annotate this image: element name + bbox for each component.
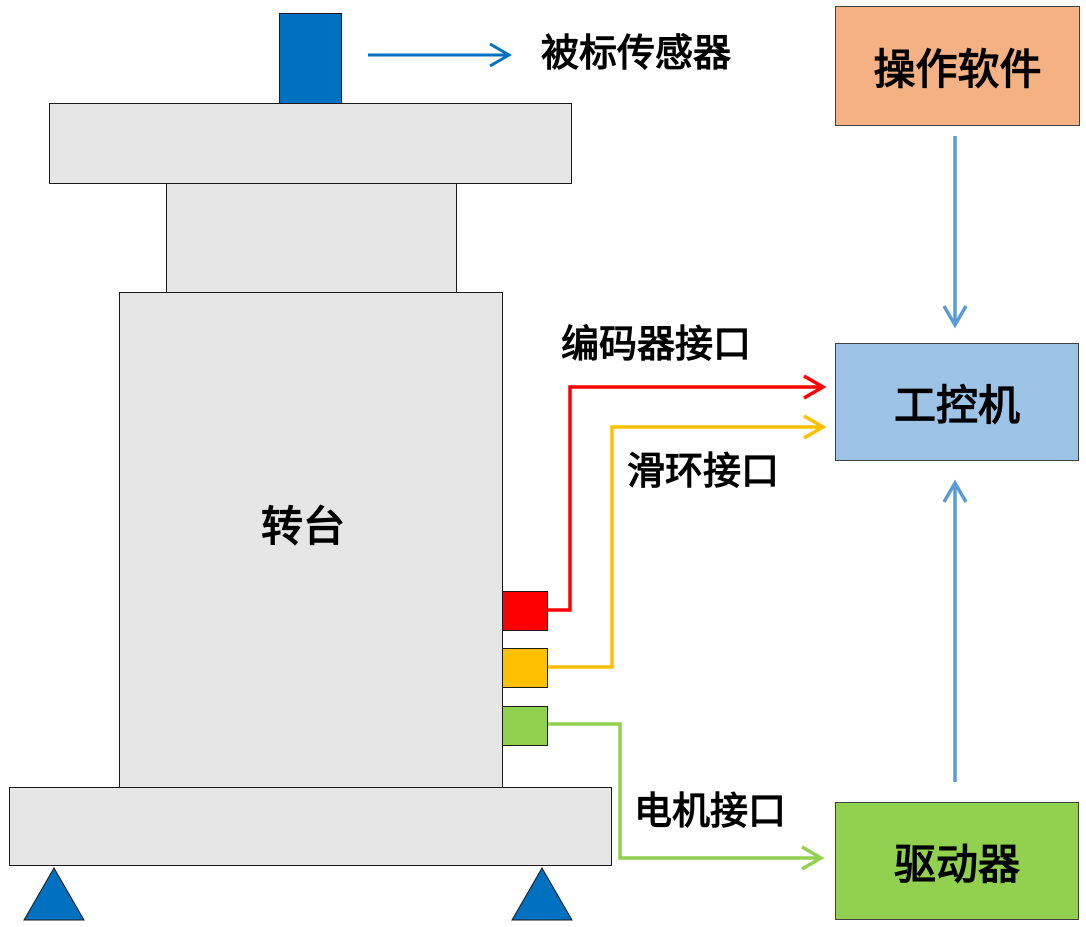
encoder-port [502, 591, 548, 631]
left-support-triangle [23, 866, 85, 921]
software-box-label: 操作软件 [873, 44, 1042, 94]
right-support-triangle [511, 866, 573, 921]
software-box: 操作软件 [835, 6, 1080, 126]
turntable-base [9, 787, 612, 866]
software-to-ipc-arrow [942, 136, 968, 329]
sensor-block [279, 13, 342, 104]
slip-ring-port [502, 648, 548, 688]
sensor-arrow [368, 42, 512, 68]
slip-ring-connector [548, 414, 827, 669]
turntable-neck [166, 183, 457, 293]
encoder-connector [548, 374, 827, 612]
motor-interface-label: 电机接口 [634, 789, 787, 833]
motor-connector [548, 722, 825, 871]
turntable-label: 转台 [261, 502, 346, 551]
driver-box-label: 驱动器 [893, 839, 1020, 889]
ipc-box: 工控机 [835, 343, 1079, 461]
sensor-label: 被标传感器 [541, 31, 732, 75]
driver-box: 驱动器 [835, 802, 1079, 920]
motor-port [502, 706, 548, 746]
encoder-interface-label: 编码器接口 [561, 322, 752, 366]
slip-ring-interface-label: 滑环接口 [627, 449, 780, 493]
driver-to-ipc-arrow [942, 479, 968, 782]
ipc-box-label: 工控机 [893, 380, 1020, 430]
